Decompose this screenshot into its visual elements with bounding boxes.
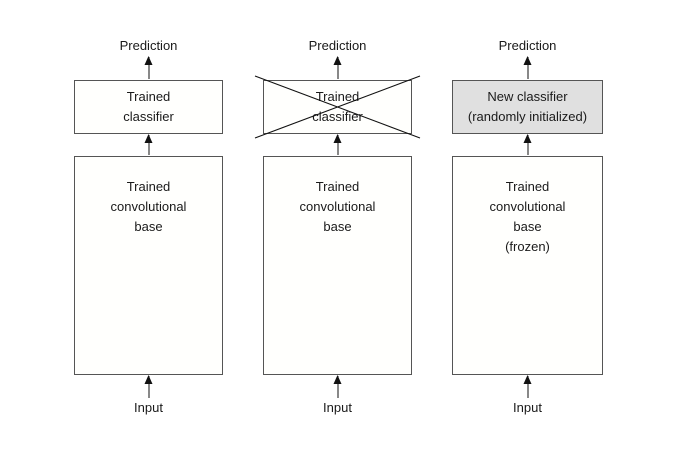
trained-classifier-line-1: Trained xyxy=(315,89,360,104)
trained-classifier-line-2: classifier xyxy=(312,109,363,124)
new-classifier-line-1: New classifier xyxy=(487,89,568,104)
diagram-column-new-classifier: Prediction New classifier (randomly init… xyxy=(452,0,603,453)
arrow-input-to-base xyxy=(148,376,149,398)
trained-classifier-line-1: Trained xyxy=(126,89,171,104)
arrow-base-to-classifier xyxy=(337,135,338,155)
arrow-classifier-to-prediction xyxy=(337,57,338,79)
conv-base-line-2: convolutional xyxy=(299,199,376,214)
trained-classifier-line-2: classifier xyxy=(123,109,174,124)
conv-base-line-1: Trained xyxy=(315,179,360,194)
new-classifier-line-2: (randomly initialized) xyxy=(467,109,588,124)
arrow-input-to-base xyxy=(527,376,528,398)
trained-classifier-box: Trained classifier xyxy=(263,80,412,134)
diagram-column-discard-classifier: Prediction Trained classifier Trained co… xyxy=(254,0,421,453)
conv-base-line-3: base xyxy=(323,219,352,234)
new-classifier-box: New classifier (randomly initialized) xyxy=(452,80,603,134)
arrow-base-to-classifier xyxy=(527,135,528,155)
conv-base-line-1: Trained xyxy=(126,179,171,194)
prediction-label: Prediction xyxy=(498,38,557,53)
diagram-column-pretrained-network: Prediction Trained classifier Trained co… xyxy=(74,0,223,453)
conv-base-line-1: Trained xyxy=(505,179,550,194)
arrow-classifier-to-prediction xyxy=(148,57,149,79)
conv-base-line-2: convolutional xyxy=(489,199,566,214)
arrow-base-to-classifier xyxy=(148,135,149,155)
conv-base-line-4: (frozen) xyxy=(505,239,550,254)
trained-convolutional-base-box: Trained convolutional base xyxy=(263,156,412,375)
trained-convolutional-base-box: Trained convolutional base xyxy=(74,156,223,375)
conv-base-line-2: convolutional xyxy=(110,199,187,214)
input-label: Input xyxy=(513,400,542,415)
prediction-label: Prediction xyxy=(119,38,178,53)
arrow-classifier-to-prediction xyxy=(527,57,528,79)
conv-base-line-3: base xyxy=(513,219,542,234)
arrow-input-to-base xyxy=(337,376,338,398)
input-label: Input xyxy=(323,400,352,415)
trained-classifier-box: Trained classifier xyxy=(74,80,223,134)
conv-base-line-3: base xyxy=(134,219,163,234)
prediction-label: Prediction xyxy=(308,38,367,53)
input-label: Input xyxy=(134,400,163,415)
frozen-convolutional-base-box: Trained convolutional base (frozen) xyxy=(452,156,603,375)
